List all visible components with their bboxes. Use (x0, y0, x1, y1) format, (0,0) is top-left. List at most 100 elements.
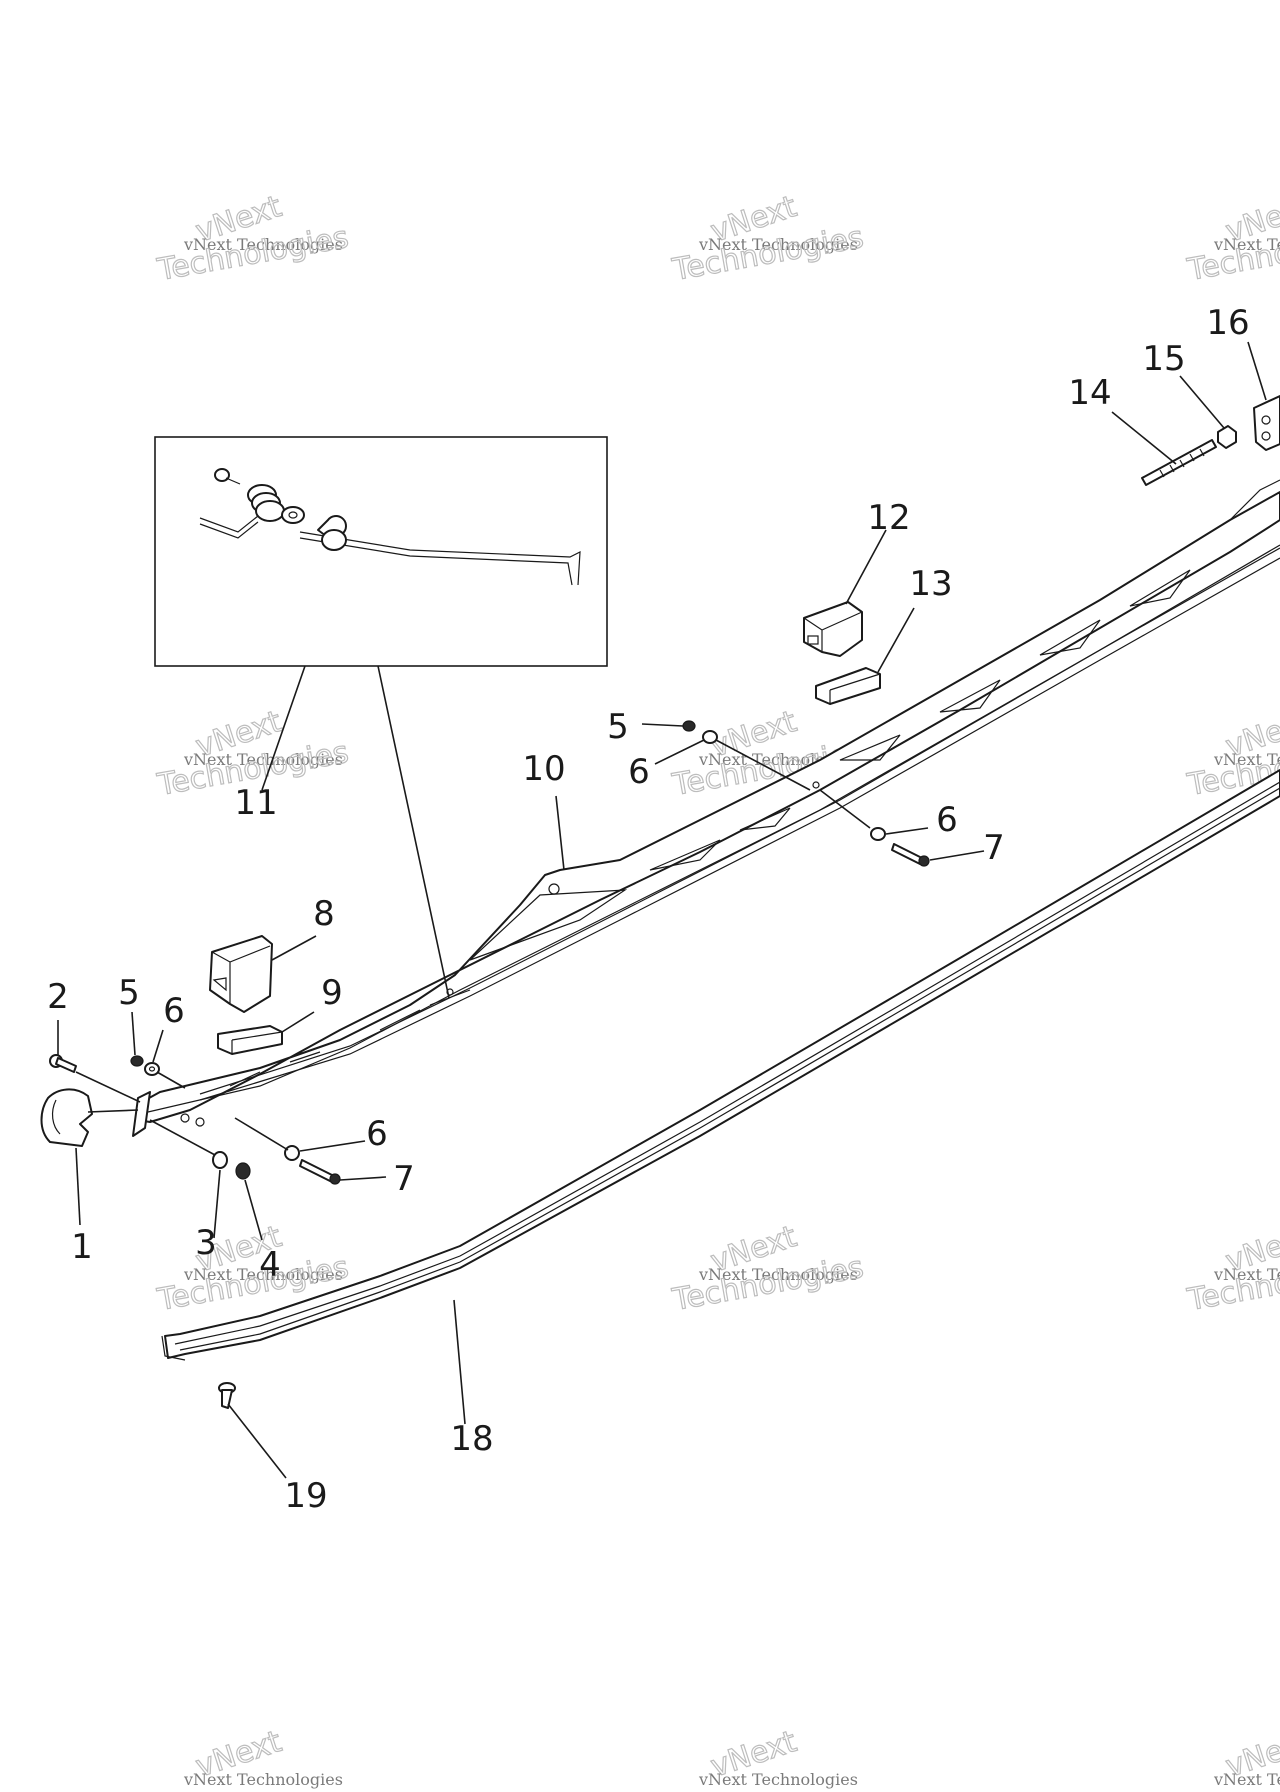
watermark-text: vNext Technologies (1213, 1265, 1280, 1284)
watermark: vNext vNext Technologies (1213, 1724, 1280, 1789)
leader-3 (213, 1169, 221, 1239)
block-part-upper (803, 601, 863, 657)
callout-7: 7 (983, 828, 1005, 868)
watermark-text: vNext Technologies (1213, 1770, 1280, 1789)
inset-bolt-shank (225, 477, 241, 485)
leader-18 (453, 1299, 466, 1425)
leader-19 (227, 1403, 287, 1479)
nut-part (235, 1162, 251, 1180)
watermark: vNext vNext Technologies Technologies (1184, 1219, 1280, 1319)
callout-labels: 1 2 3 4 5 6 6 7 8 9 10 11 12 13 5 6 6 7 … (47, 303, 1249, 1516)
leader-1 (75, 1147, 81, 1226)
rail-hole (812, 781, 820, 789)
washer-part (702, 730, 718, 744)
rail-hole (195, 1117, 205, 1127)
leader-6b-b (234, 1117, 289, 1151)
callout-18: 18 (450, 1419, 493, 1459)
callout-7: 7 (393, 1159, 415, 1199)
slide-body (164, 769, 1280, 1359)
callout-15: 15 (1142, 339, 1185, 379)
leader-14 (1111, 411, 1177, 465)
slider-body (217, 1025, 283, 1055)
leader-8 (271, 935, 317, 961)
watermark: vNext vNext Technologies Technologies (669, 1219, 867, 1319)
leader-11b (377, 665, 450, 999)
front-cap-edge (51, 1099, 61, 1135)
callout-3: 3 (195, 1223, 217, 1263)
front-cap (40, 1088, 93, 1147)
bolt-head (329, 1173, 341, 1185)
callout-6: 6 (163, 991, 185, 1031)
leader-6a-b (156, 1071, 186, 1089)
inset-washer (281, 506, 305, 524)
rail-cutouts (649, 807, 791, 871)
threaded-rod (1141, 439, 1217, 486)
watermark: vNext vNext Technologies Technologies (669, 189, 867, 289)
watermark: vNext vNext Technologies Technologies (1184, 189, 1280, 289)
callout-4: 4 (259, 1245, 281, 1285)
inset-washer-hole (288, 511, 298, 519)
callout-5: 5 (118, 973, 140, 1013)
washer-hole (148, 1066, 156, 1072)
leader-16 (1247, 341, 1267, 401)
slide-bolt-shank (221, 1389, 233, 1409)
callout-8: 8 (313, 894, 335, 934)
rail-front-tip (132, 1091, 151, 1137)
callout-9: 9 (321, 973, 343, 1013)
callout-6: 6 (366, 1114, 388, 1154)
leader-6b (299, 1140, 366, 1152)
inset-detail-box (154, 436, 608, 667)
slide-bolt-part (218, 1382, 236, 1409)
inset-spring-coil (255, 500, 285, 522)
nut-part (682, 720, 696, 732)
slider-body (815, 667, 881, 705)
leader-5b (641, 723, 684, 727)
block-part (209, 935, 273, 1013)
leader-6c-b (715, 739, 811, 791)
block-edges (211, 945, 271, 1004)
callout-11: 11 (234, 783, 277, 823)
watermark-text: vNext Technologies (1213, 750, 1280, 769)
callout-16: 16 (1206, 303, 1249, 343)
bracket-hole (1261, 415, 1271, 425)
watermark-text: vNext Technologies (698, 235, 858, 254)
callout-6: 6 (936, 800, 958, 840)
slider-part (217, 1025, 283, 1055)
leader-13 (877, 607, 915, 673)
suspension-rail (132, 479, 1280, 1137)
slide-front (161, 1335, 186, 1361)
block-body (803, 601, 863, 657)
washer-part (212, 1151, 228, 1169)
nut-part (130, 1055, 144, 1067)
bolt-part (49, 1054, 77, 1073)
leader-7a (339, 1176, 387, 1181)
rail-channel (199, 557, 1280, 1101)
bolt-shank (891, 843, 923, 865)
leader-11 (261, 665, 306, 791)
watermark-text: vNext Technologies (183, 1770, 343, 1789)
nut-part (1217, 425, 1237, 449)
leader-3b (149, 1119, 216, 1156)
callout-10: 10 (522, 749, 565, 789)
spring-rod (199, 515, 581, 586)
rod-threads (1159, 448, 1205, 478)
inset-bushing-face (321, 529, 347, 551)
watermark: vNext vNext Technologies Technologies (154, 189, 352, 289)
front-cap-part (40, 1088, 93, 1147)
rail-cutout (469, 889, 628, 961)
rail-slots (229, 989, 471, 1087)
slide-groove (174, 781, 1280, 1345)
callout-6: 6 (628, 752, 650, 792)
bolt-shank (299, 1159, 335, 1183)
rear-bracket (1253, 395, 1280, 451)
washer-part (870, 827, 886, 841)
callout-14: 14 (1068, 373, 1111, 413)
block-edges (803, 611, 863, 652)
slider-edges (231, 1031, 283, 1054)
leader-6a (152, 1029, 164, 1063)
leader-6d-b (819, 789, 871, 829)
rail-channel-2 (199, 547, 1280, 1095)
leader-6c (654, 739, 705, 765)
